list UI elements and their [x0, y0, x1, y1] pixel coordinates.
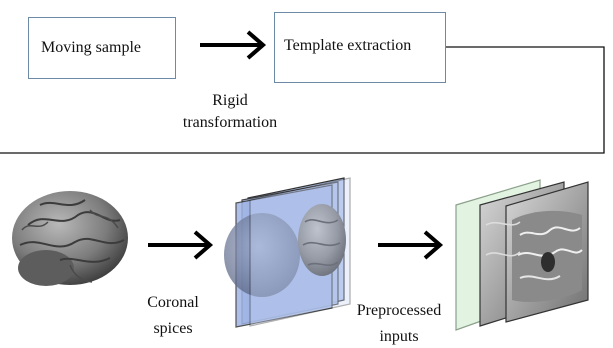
coronal-line2: spices: [153, 320, 193, 337]
rigid-line2: transformation: [182, 114, 278, 131]
slice-arrow: [148, 230, 214, 260]
rigid-transformation-label: Rigid transformation: [160, 90, 300, 134]
coronal-slices-label: Coronal spices: [118, 292, 228, 340]
moving-sample-label: Moving sample: [41, 39, 141, 56]
preprocessed-inputs-label: Preprocessed inputs: [340, 300, 458, 348]
moving-sample-box: Moving sample: [28, 17, 176, 79]
brain-3d-icon: [12, 191, 128, 286]
preprocess-arrow: [378, 230, 444, 260]
template-extraction-label: Template extraction: [284, 37, 412, 54]
template-extraction-box: Template extraction: [274, 12, 446, 83]
coronal-line1: Coronal: [147, 294, 199, 311]
rigid-arrow: [200, 30, 267, 60]
connector-line: [0, 46, 605, 154]
preprocessed-line1: Preprocessed: [356, 302, 442, 319]
mri-slices-icon: [455, 179, 589, 331]
coronal-slices-icon: [224, 177, 351, 328]
preprocessed-line2: inputs: [379, 328, 419, 345]
rigid-line1: Rigid: [212, 92, 248, 109]
